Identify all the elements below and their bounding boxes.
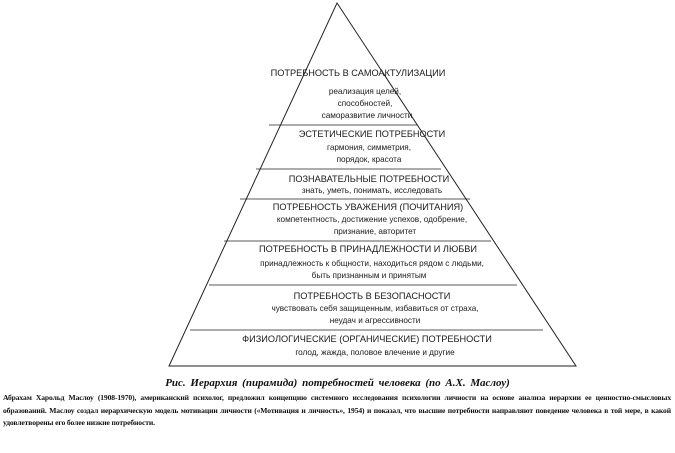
level-title: ПОТРЕБНОСТЬ В САМОАКТУЛИЗАЦИИ	[271, 68, 446, 78]
level-description-line: порядок, красота	[337, 155, 402, 164]
level-description-line: знать, уметь, понимать, исследовать	[302, 186, 442, 195]
pyramid-outline	[168, 1, 577, 367]
level-description-line: неудач и агрессивности	[330, 316, 421, 325]
level-description-line: чувствовать себя защищенным, избавиться …	[271, 304, 478, 313]
level-title: ФИЗИОЛОГИЧЕСКИЕ (ОРГАНИЧЕСКИЕ) ПОТРЕБНОС…	[242, 334, 492, 344]
level-description-line: саморазвитие личности	[322, 111, 413, 120]
level-description-line: гармония, симметрия,	[327, 143, 411, 152]
level-description-line: быть признанным и принятым	[312, 271, 427, 280]
pyramid-level-aesthetic: ЭСТЕТИЧЕСКИЕ ПОТРЕБНОСТИ гармония, симме…	[299, 129, 445, 164]
description-paragraph: Абрахам Харольд Маслоу (1908-1970), амер…	[3, 393, 671, 427]
level-description-line: принадлежность к общности, находиться ря…	[260, 259, 484, 268]
figure-caption: Рис. Иерархия (пирамида) потребностей че…	[165, 377, 510, 389]
level-title: ПОТРЕБНОСТЬ В БЕЗОПАСНОСТИ	[294, 291, 451, 301]
level-description-line: реализация целей,	[329, 87, 401, 96]
level-title: ПОТРЕБНОСТЬ В ПРИНАДЛЕЖНОСТИ И ЛЮБВИ	[259, 244, 477, 254]
level-title: ПОЗНАВАТЕЛЬНЫЕ ПОТРЕБНОСТИ	[289, 174, 450, 184]
pyramid-level-physiological: ФИЗИОЛОГИЧЕСКИЕ (ОРГАНИЧЕСКИЕ) ПОТРЕБНОС…	[242, 334, 492, 357]
pyramid-level-self-actualization: ПОТРЕБНОСТЬ В САМОАКТУЛИЗАЦИИ реализация…	[271, 68, 446, 120]
pyramid-level-esteem: ПОТРЕБНОСТЬ УВАЖЕНИЯ (ПОЧИТАНИЯ) компете…	[273, 202, 467, 236]
level-description-line: голод, жажда, половое влечение и другие	[295, 348, 455, 357]
pyramid-level-cognitive: ПОЗНАВАТЕЛЬНЫЕ ПОТРЕБНОСТИ знать, уметь,…	[289, 174, 450, 195]
level-title: ЭСТЕТИЧЕСКИЕ ПОТРЕБНОСТИ	[299, 129, 445, 139]
level-description-line: способностей,	[338, 99, 393, 108]
maslow-pyramid: ПОТРЕБНОСТЬ В САМОАКТУЛИЗАЦИИ реализация…	[168, 1, 577, 367]
level-description-line: компетентность, достижение успехов, одоб…	[277, 215, 467, 224]
level-title: ПОТРЕБНОСТЬ УВАЖЕНИЯ (ПОЧИТАНИЯ)	[273, 202, 463, 212]
pyramid-level-safety: ПОТРЕБНОСТЬ В БЕЗОПАСНОСТИ чувствовать с…	[271, 291, 478, 325]
pyramid-level-belonging-love: ПОТРЕБНОСТЬ В ПРИНАДЛЕЖНОСТИ И ЛЮБВИ при…	[259, 244, 484, 280]
level-description-line: признание, авторитет	[334, 227, 417, 236]
